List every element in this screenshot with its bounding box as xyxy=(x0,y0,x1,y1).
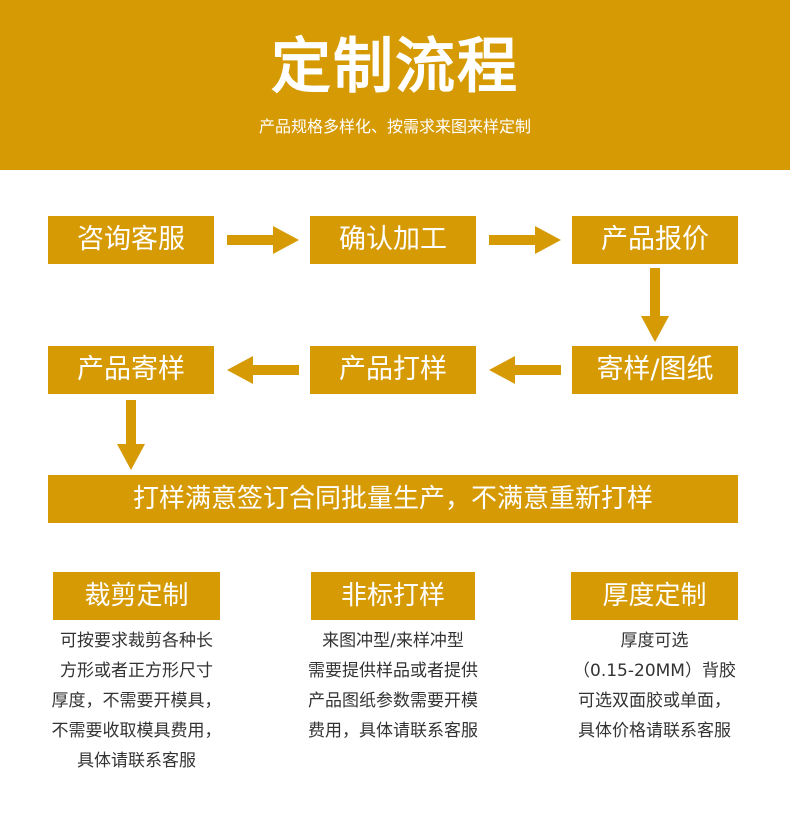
category-thickness-description: 厚度可选 （0.15-20MM）背胶 可选双面胶或单面， 具体价格请联系客服 xyxy=(533,626,776,746)
step-consult-service: 咨询客服 xyxy=(48,216,214,264)
description-line: 产品图纸参数需要开模 xyxy=(308,691,478,711)
category-cutting-custom: 裁剪定制 xyxy=(53,572,220,620)
arrow-left-icon xyxy=(227,356,299,384)
production-banner: 打样满意签订合同批量生产，不满意重新打样 xyxy=(48,475,738,523)
category-cutting-description: 可按要求裁剪各种长 方形或者正方形尺寸 厚度，不需要开模具， 不需要收取模具费用… xyxy=(18,626,255,776)
category-thickness-custom: 厚度定制 xyxy=(571,572,738,620)
description-line: 具体请联系客服 xyxy=(77,751,196,771)
arrow-right-icon xyxy=(489,226,561,254)
description-line: 具体价格请联系客服 xyxy=(578,721,731,741)
arrow-down-icon xyxy=(117,400,145,470)
arrow-right-icon xyxy=(227,226,299,254)
description-line: 方形或者正方形尺寸 xyxy=(60,661,213,681)
description-line: 厚度，不需要开模具， xyxy=(51,691,222,711)
description-line: 厚度可选 xyxy=(620,631,689,651)
step-product-sampling: 产品打样 xyxy=(310,346,476,394)
arrow-down-icon xyxy=(641,268,669,342)
description-line: 需要提供样品或者提供 xyxy=(308,661,478,681)
page-subtitle: 产品规格多样化、按需求来图来样定制 xyxy=(258,117,531,136)
category-nonstandard-sampling: 非标打样 xyxy=(311,572,475,620)
step-send-sample-drawing: 寄样/图纸 xyxy=(572,346,738,394)
step-product-mailing: 产品寄样 xyxy=(48,346,214,394)
category-nonstandard-description: 来图冲型/来样冲型 需要提供样品或者提供 产品图纸参数需要开模 费用，具体请联系… xyxy=(278,626,508,746)
description-line: （0.15-20MM）背胶 xyxy=(573,661,736,681)
page-title: 定制流程 xyxy=(271,32,519,102)
description-line: 费用，具体请联系客服 xyxy=(308,721,478,741)
description-line: 可按要求裁剪各种长 xyxy=(60,631,213,651)
description-line: 可选双面胶或单面， xyxy=(578,691,731,711)
header-banner: 定制流程 产品规格多样化、按需求来图来样定制 xyxy=(0,0,790,170)
step-confirm-processing: 确认加工 xyxy=(310,216,476,264)
description-line: 不需要收取模具费用， xyxy=(51,721,222,741)
step-product-quote: 产品报价 xyxy=(572,216,738,264)
arrow-left-icon xyxy=(489,356,561,384)
description-line: 来图冲型/来样冲型 xyxy=(322,631,464,651)
